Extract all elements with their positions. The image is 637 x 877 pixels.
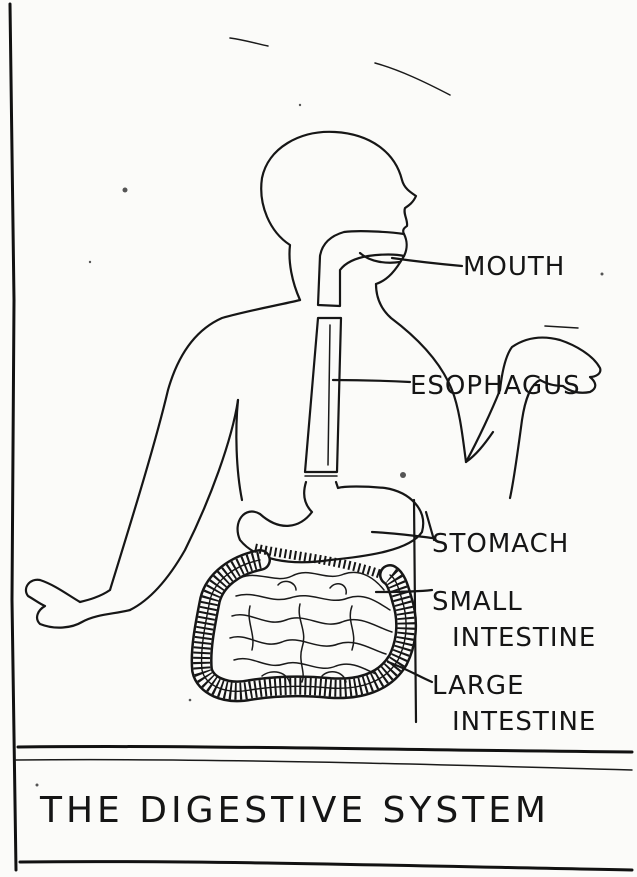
page-frame — [10, 4, 632, 870]
large-intestine-label-line1: LARGE — [432, 671, 525, 701]
diagram-caption: THE DIGESTIVE SYSTEM — [39, 790, 550, 831]
mouth-label: MOUTH — [463, 252, 565, 282]
esophagus — [305, 318, 341, 472]
mouth-and-pharynx — [318, 231, 404, 306]
esophagus-label: ESOPHAGUS — [410, 371, 581, 401]
large-intestine-label-line2: INTESTINE — [452, 707, 596, 737]
small-intestine-label-line1: SMALL — [432, 587, 523, 617]
small-intestine — [230, 572, 392, 684]
stomach-label: STOMACH — [432, 529, 569, 559]
stomach-leader — [372, 532, 432, 538]
large-intestine — [202, 548, 407, 691]
small-intestine-label-line2: INTESTINE — [452, 623, 596, 653]
esophagus-leader — [333, 380, 410, 382]
mouth-leader — [392, 258, 462, 266]
